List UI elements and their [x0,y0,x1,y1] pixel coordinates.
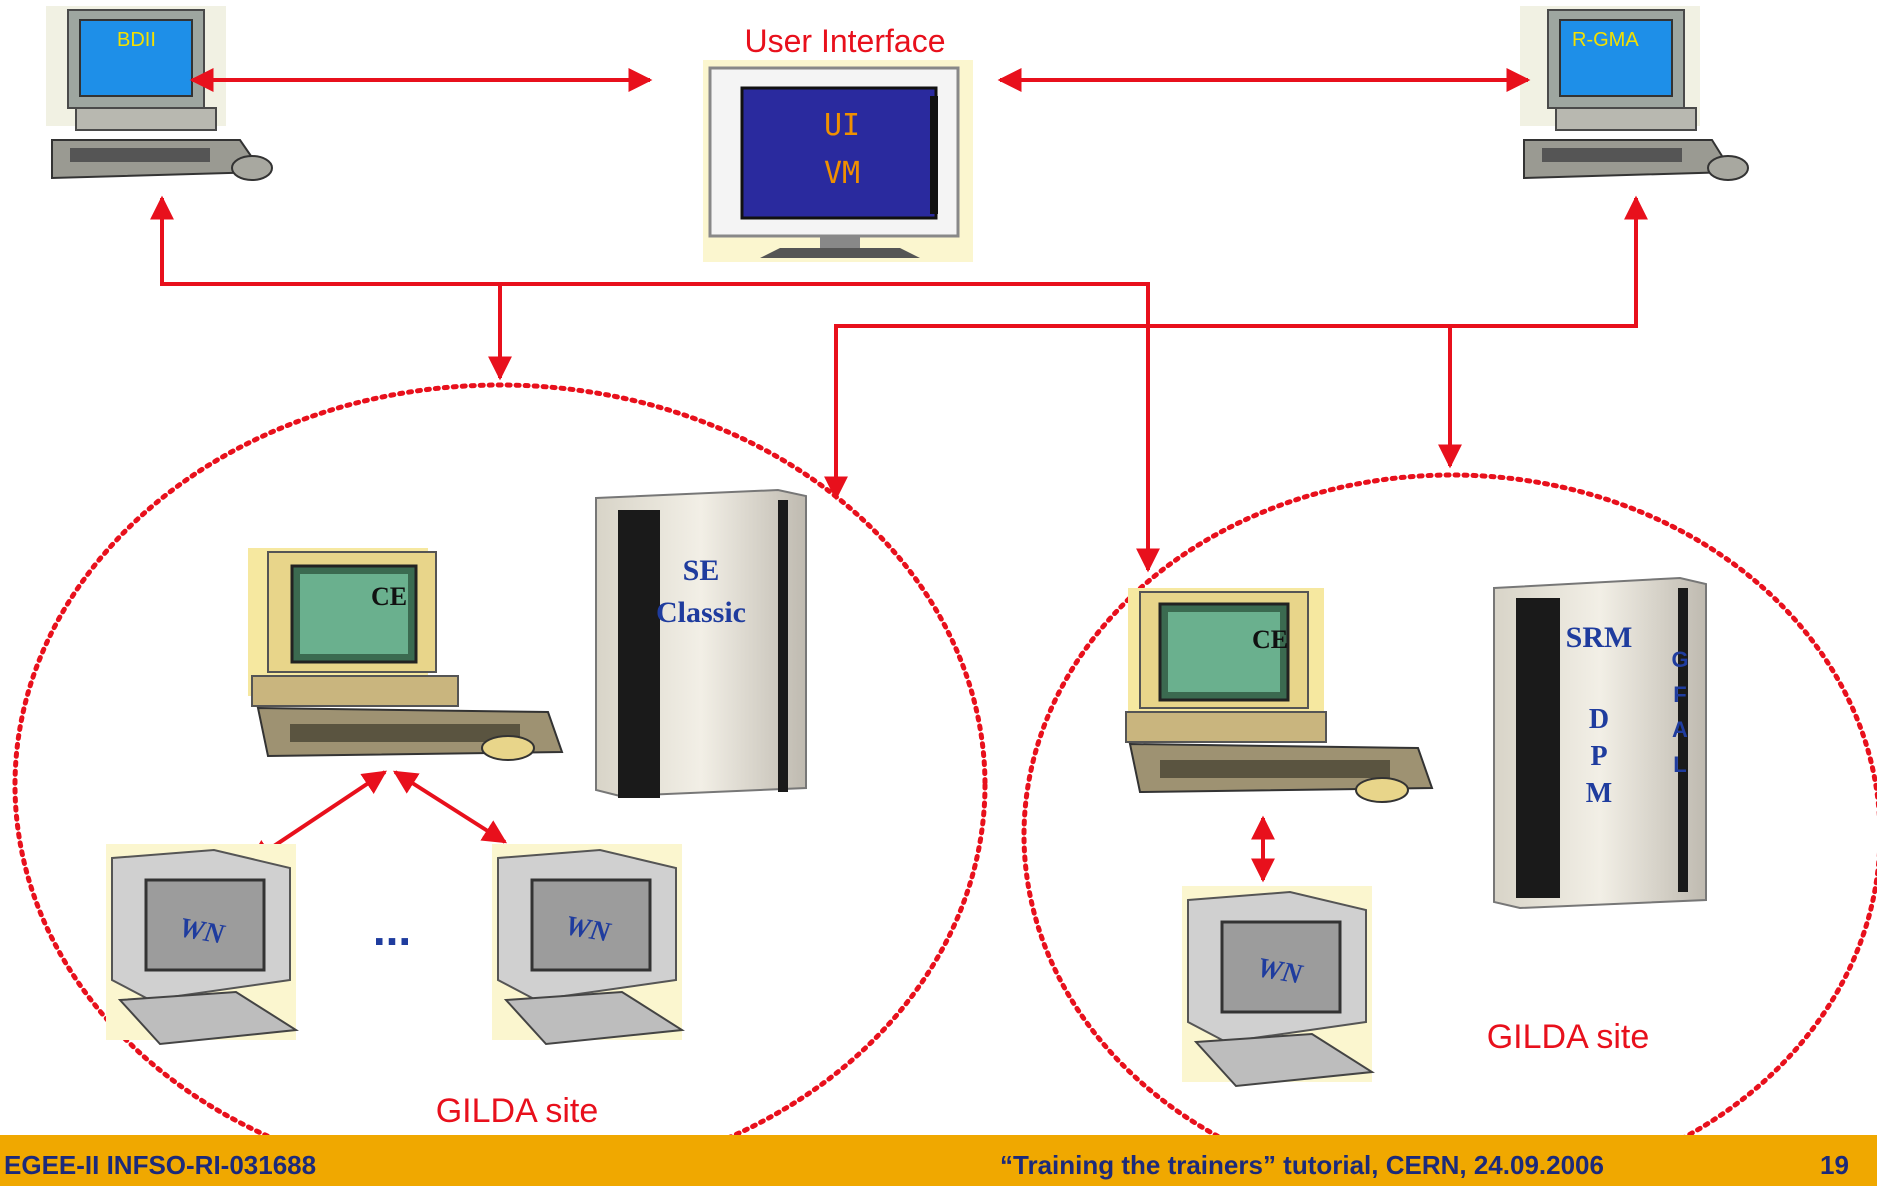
rgma-label: R-GMA [1572,29,1639,51]
ui-screen-line1: UI [824,108,860,143]
site1-ellipsis: ... [373,903,411,955]
site1-se-label-line1: SE [683,554,720,587]
site2-gfal-letter-2: A [1672,717,1688,742]
site2-dpm-letter-1: P [1590,741,1607,772]
bdii-computer-icon [46,6,273,181]
connectors [150,68,1648,573]
footer-project-code: EGEE-II INFSO-RI-031688 [4,1150,317,1180]
site1-wn-right-computer-icon [492,844,685,1046]
site1-se-tower-icon [595,488,807,798]
bdii-label: BDII [117,29,156,51]
site1-ce-computer-icon [248,548,564,761]
site2-ce-label: CE [1252,625,1288,654]
site1-wn-left-computer-icon [106,844,299,1046]
site2-gfal-letter-1: F [1673,682,1686,707]
ui-screen-line2: VM [824,156,860,191]
site2-srm-tower-icon [1493,576,1707,910]
footer-event: “Training the trainers” tutorial, CERN, … [1000,1150,1604,1180]
site2-boundary [1021,472,1877,1186]
site1-se-label-line2: Classic [656,596,746,629]
site2-dpm-letter-0: D [1589,704,1609,735]
site2-wn-computer-icon [1182,886,1375,1088]
rgma-computer-icon [1520,6,1749,181]
site2-dpm-letter-2: M [1586,778,1612,809]
site2-ce-computer-icon [1125,588,1434,803]
site1-boundary [12,382,988,1186]
footer-bar [0,1135,1877,1186]
site1-ce-label: CE [371,582,407,611]
site2-name: GILDA site [1487,1018,1650,1056]
site2-gfal-letter-0: G [1671,647,1688,672]
site2-srm-label: SRM [1566,621,1633,654]
bus-rgma-sites [824,195,1648,501]
site2-gfal-letter-3: L [1673,752,1686,777]
site1-name: GILDA site [436,1092,599,1130]
footer-page-number: 19 [1820,1150,1849,1180]
ui-title: User Interface [745,23,946,59]
